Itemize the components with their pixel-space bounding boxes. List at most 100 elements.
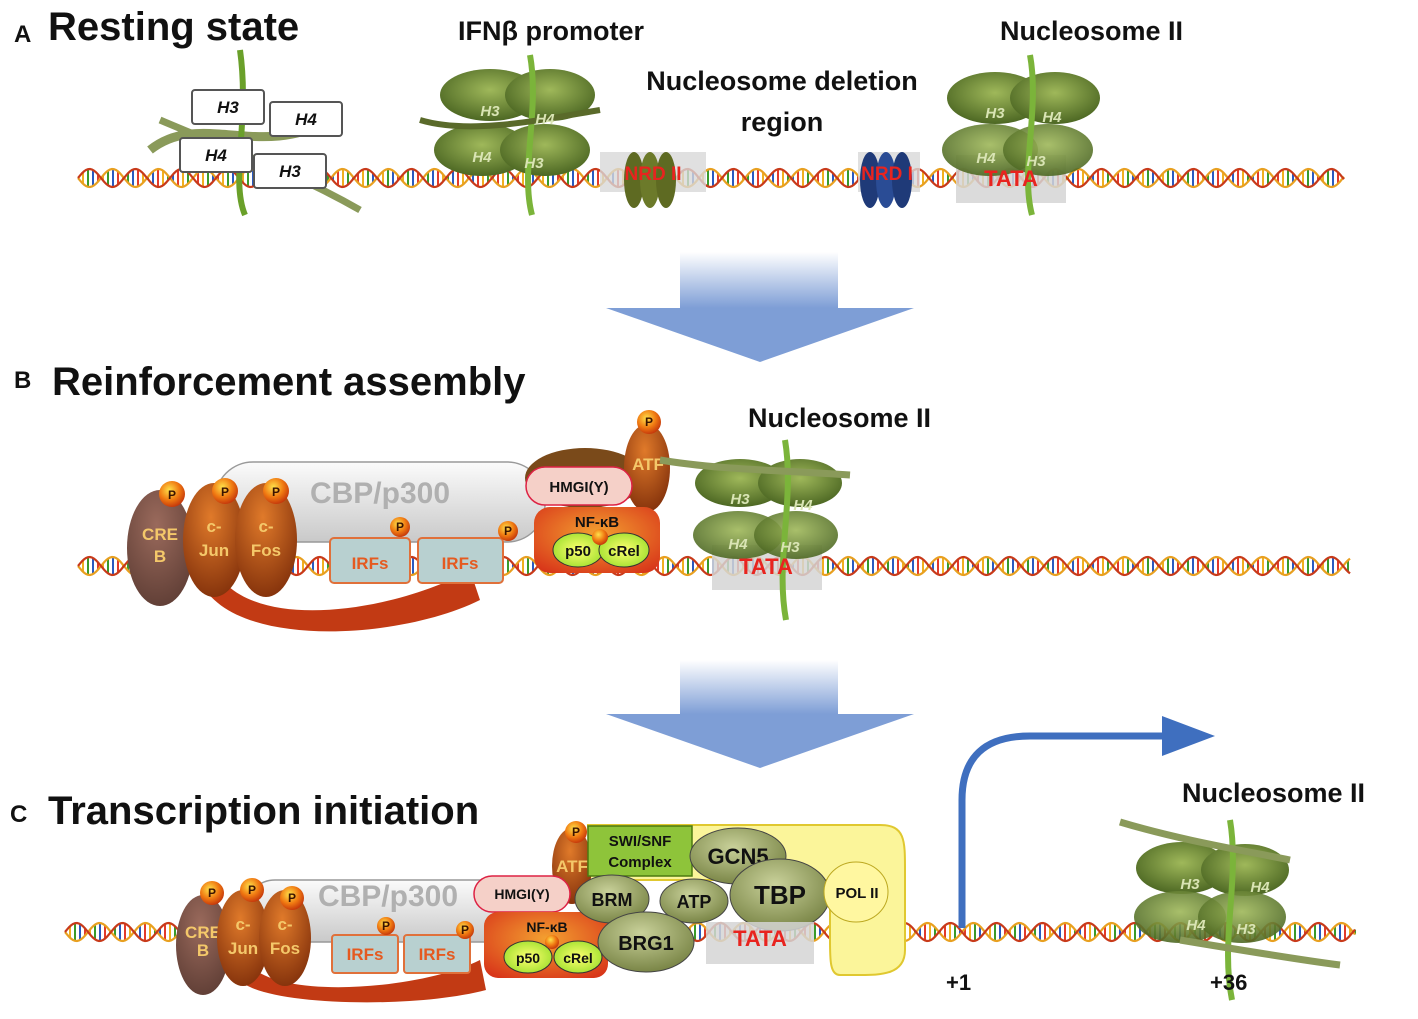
- nucleosome-ii-b: H3 H4 H4 H3 TATA: [659, 439, 851, 621]
- creb-label-c-line1: CRE: [185, 923, 221, 942]
- nrd-i-box: NRD I: [858, 152, 920, 208]
- svg-text:H3: H3: [1236, 921, 1256, 938]
- panel-a: A Resting state IFNβ promoter Nucleosome…: [14, 5, 1183, 217]
- svg-text:H4: H4: [976, 150, 996, 167]
- irf-label: IRFs: [352, 554, 389, 573]
- phospho-badges-c: P P P P P P: [200, 821, 587, 949]
- phospho-label: P: [168, 488, 176, 502]
- nf-kb-label: NF-κB: [575, 514, 619, 531]
- irf-label-c: IRFs: [347, 945, 384, 964]
- transcription-start-arrow: [958, 732, 1170, 928]
- nucleosome-ii-label-c: Nucleosome II: [1182, 778, 1365, 808]
- tbp-label: TBP: [754, 880, 806, 910]
- deletion-region-label-line2: region: [741, 107, 824, 137]
- creb-label-line1: CRE: [142, 525, 178, 544]
- phospho-label: P: [272, 485, 280, 499]
- transition-arrow-2: [606, 660, 914, 768]
- histone-label: H4: [205, 146, 227, 165]
- c-fos-label-c-line1: c-: [277, 915, 292, 934]
- nucleosome-ii-a: H3 H4 H4 H3 TATA: [942, 54, 1100, 216]
- c-fos-label-c-line2: Fos: [270, 939, 300, 958]
- svg-text:H4: H4: [472, 149, 492, 166]
- c-jun-protein: [183, 483, 245, 597]
- nrd-ii-box: NRD II: [600, 152, 706, 208]
- c-fos-label-line1: c-: [258, 517, 273, 536]
- svg-text:H4: H4: [1186, 917, 1206, 934]
- swi-snf-label-line2: Complex: [608, 854, 672, 871]
- deletion-region-label-line1: Nucleosome deletion: [646, 66, 918, 96]
- c-fos-protein: [235, 483, 297, 597]
- histone-label: H4: [295, 110, 317, 129]
- cbp-p300-label-c: CBP/p300: [318, 880, 458, 913]
- hmgi-label-c: HMGI(Y): [494, 886, 549, 902]
- transcription-arrow-head-icon: [1162, 716, 1215, 756]
- svg-text:H3: H3: [730, 491, 750, 508]
- brg1-label: BRG1: [618, 933, 674, 955]
- atp-label: ATP: [677, 892, 712, 912]
- creb-label-line2: B: [154, 547, 166, 566]
- c-jun-label-line1: c-: [206, 517, 221, 536]
- tata-box-c: TATA: [733, 926, 787, 951]
- phospho-label: P: [221, 485, 229, 499]
- phospho-label: P: [382, 919, 390, 933]
- phospho-label: P: [572, 825, 580, 839]
- p50-label: p50: [565, 543, 591, 560]
- c-jun-label-c-line1: c-: [235, 915, 250, 934]
- svg-text:H3: H3: [780, 539, 800, 556]
- c-jun-label-line2: Jun: [199, 541, 229, 560]
- nucleosome-promoter: H3 H4 H4 H3: [419, 54, 601, 216]
- irf-label: IRFs: [442, 554, 479, 573]
- svg-text:H3: H3: [1026, 153, 1046, 170]
- svg-text:H3: H3: [480, 103, 500, 120]
- irf-label-c: IRFs: [419, 945, 456, 964]
- panel-b-letter: B: [14, 367, 31, 394]
- pol-ii-label: POL II: [835, 885, 878, 902]
- atf-label-c: ATF: [556, 857, 588, 876]
- histone-label: H3: [217, 98, 239, 117]
- svg-text:H3: H3: [985, 105, 1005, 122]
- nucleosome-ii-label-b: Nucleosome II: [748, 403, 931, 433]
- nucleosome-ii-label-a: Nucleosome II: [1000, 16, 1183, 46]
- swi-snf-complex: [587, 825, 693, 877]
- panel-a-title: Resting state: [48, 5, 299, 49]
- phospho-label: P: [461, 923, 469, 937]
- atf-protein: [624, 424, 670, 512]
- nucleosome-ii-c: H3 H4 H4 H3: [1118, 818, 1341, 1001]
- cbp-tail: [200, 560, 480, 632]
- panel-c-title: Transcription initiation: [48, 789, 479, 833]
- tata-box-a: TATA: [984, 166, 1038, 191]
- histone-label: H3: [279, 162, 301, 181]
- hmgi-label: HMGI(Y): [549, 479, 608, 496]
- svg-text:H3: H3: [1180, 876, 1200, 893]
- atf-label: ATF: [632, 455, 664, 474]
- swi-snf-label-line1: SWI/SNF: [609, 833, 672, 850]
- promoter-label: IFNβ promoter: [458, 16, 644, 46]
- irf-box: [417, 537, 504, 584]
- svg-text:H4: H4: [1042, 109, 1062, 126]
- c-fos-label-line2: Fos: [251, 541, 281, 560]
- nrd-i-label: NRD I: [861, 164, 913, 185]
- panel-b: B Reinforcement assembly Nucleosome II C…: [14, 360, 931, 632]
- phospho-label: P: [248, 883, 256, 897]
- svg-text:H3: H3: [524, 155, 544, 172]
- phospho-label: P: [288, 891, 296, 905]
- irf-box: [329, 537, 411, 584]
- p50-label-c: p50: [516, 950, 540, 966]
- creb-protein: [127, 490, 193, 606]
- crel-label-c: cRel: [563, 950, 593, 966]
- crel-label: cRel: [608, 543, 640, 560]
- phospho-label: P: [645, 415, 653, 429]
- nf-kb-label-c: NF-κB: [526, 919, 567, 935]
- histone-octamer-open: H3 H4 H4 H3: [147, 49, 362, 217]
- phospho-label: P: [396, 520, 404, 534]
- position-plus-36: +36: [1210, 970, 1247, 995]
- panel-b-title: Reinforcement assembly: [52, 360, 526, 404]
- svg-text:H4: H4: [728, 536, 748, 553]
- panel-c-letter: C: [10, 801, 27, 828]
- c-jun-label-c-line2: Jun: [228, 939, 258, 958]
- phospho-label: P: [208, 886, 216, 900]
- svg-text:H4: H4: [1250, 879, 1270, 896]
- position-plus-1: +1: [946, 970, 971, 995]
